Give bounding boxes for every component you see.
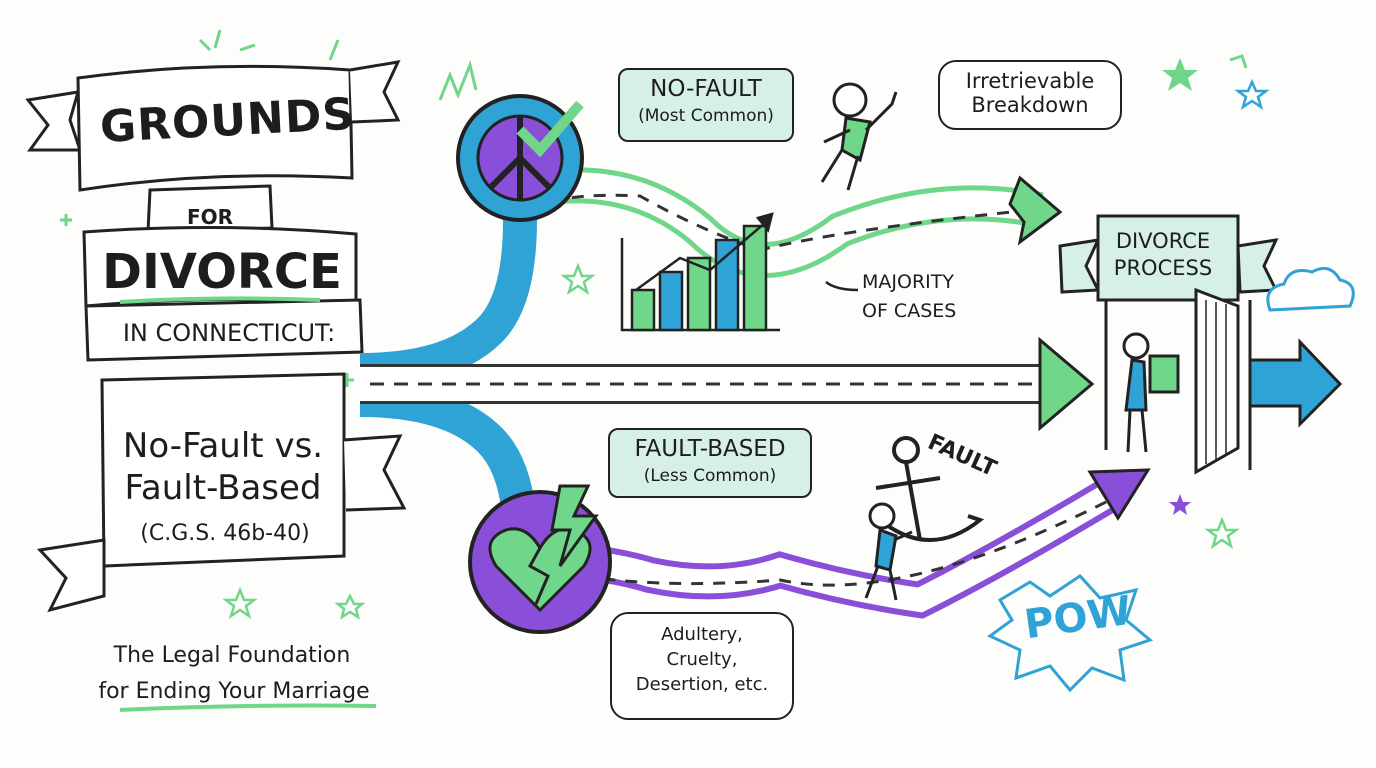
majority-label: MAJORITY OF CASES — [862, 272, 982, 322]
door-icon — [1104, 287, 1252, 475]
breakdown-line-1: Irretrievable — [965, 69, 1095, 93]
thumbs-up-figure — [820, 82, 898, 191]
process-line-1: DIVORCE — [1115, 229, 1211, 253]
foundation-line-1: The Legal Foundation — [113, 643, 351, 668]
statute-citation: (C.G.S. 46b-40) — [140, 521, 310, 546]
no-fault-box: NO-FAULT (Most Common) — [618, 68, 794, 142]
broken-heart-icon — [468, 490, 612, 634]
grounds-line-3: Desertion, etc. — [635, 674, 769, 695]
foundation-line-2: for Ending Your Marriage — [98, 679, 370, 704]
grounds-line-2: Cruelty, — [666, 649, 738, 670]
cloud-icon — [1266, 266, 1355, 312]
breakdown-bubble: Irretrievable Breakdown — [938, 60, 1122, 130]
majority-line-1: MAJORITY — [862, 271, 954, 293]
checkmark-icon — [516, 100, 584, 158]
process-label: DIVORCE PROCESS — [1088, 229, 1238, 281]
fault-based-box: FAULT-BASED (Less Common) — [608, 428, 812, 498]
breakdown-line-2: Breakdown — [971, 93, 1089, 117]
majority-pointer — [825, 280, 859, 292]
foundation-underline — [119, 703, 377, 712]
pushing-figure — [864, 502, 913, 601]
process-line-2: PROCESS — [1113, 256, 1213, 281]
title-underline — [119, 296, 321, 304]
title-banner — [25, 60, 407, 613]
no-fault-label: NO-FAULT — [650, 76, 762, 102]
lightning-icon — [550, 484, 599, 567]
fault-based-sub: (Less Common) — [643, 466, 777, 486]
majority-line-2: OF CASES — [862, 299, 957, 322]
process-banner — [1058, 214, 1279, 302]
subtitle-line-2: Fault-Based — [124, 468, 322, 508]
arrow-heads — [1008, 175, 1343, 521]
grounds-bubble: Adultery, Cruelty, Desertion, etc. — [610, 612, 794, 720]
fault-based-label: FAULT-BASED — [634, 436, 786, 462]
title-line-4: IN CONNECTICUT: — [122, 319, 336, 347]
anchor-icon — [875, 436, 985, 542]
title-line-2: FOR — [186, 205, 234, 229]
no-fault-sub: (Most Common) — [638, 106, 774, 126]
growth-chart — [620, 212, 780, 332]
title-line-3: DIVORCE — [102, 244, 342, 300]
peace-sign-icon — [456, 94, 584, 222]
pow-burst — [987, 574, 1154, 693]
stars-decoration — [222, 58, 1270, 620]
grounds-line-1: Adultery, — [661, 624, 743, 645]
subtitle-line-1: No-Fault vs. — [122, 426, 324, 466]
standing-figure — [1122, 332, 1180, 453]
